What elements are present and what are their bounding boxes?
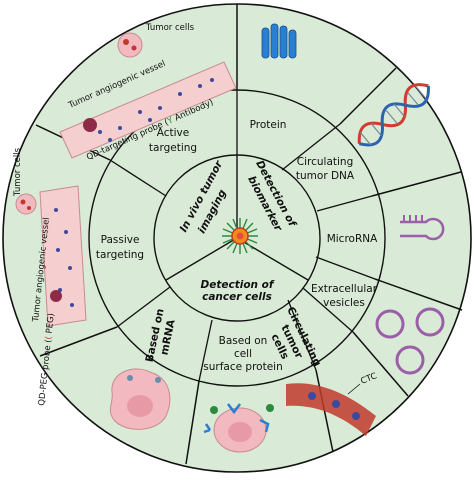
tumor-vessel-left-icon [15, 185, 87, 327]
tumor-vessel-icon [59, 32, 237, 159]
passive-targeting-label-1: Passive [101, 234, 140, 246]
vesicles-label-1: Extracellular [311, 283, 378, 295]
protein-helix-icon [261, 23, 297, 59]
dna-icon [357, 83, 430, 147]
surface-protein-label-2: cell [234, 348, 252, 360]
cell-icon [109, 368, 171, 430]
ctdna-label-1: Circulating [297, 156, 353, 168]
passive-targeting-label-2: targeting [96, 249, 144, 261]
vesicles-label-2: vesicles [323, 297, 365, 309]
cancer-cells-label-1: Detection of [201, 279, 275, 291]
tumor-cells-left-label: Tumor cells [13, 147, 23, 197]
ctc-vessel-icon [286, 383, 376, 436]
middle-dividers [109, 90, 376, 382]
tumor-cells-top-label: Tumor cells [145, 23, 195, 33]
cancer-cells-label-2: cancer cells [202, 291, 272, 303]
vesicles-icon [375, 307, 445, 375]
quantum-dot-icon [222, 218, 258, 254]
ctdna-label-2: tumor DNA [296, 170, 355, 182]
surface-protein-label-3: surface protein [203, 361, 282, 373]
hairpin-rna-icon [400, 215, 445, 241]
surface-protein-label-1: Based on [219, 335, 268, 347]
active-targeting-label-2: targeting [149, 142, 197, 154]
protein-label: Protein [250, 119, 287, 131]
active-targeting-label-1: Active [157, 127, 189, 139]
microrna-label: MicroRNA [327, 233, 378, 245]
surface-protein-cell-icon [203, 403, 274, 453]
